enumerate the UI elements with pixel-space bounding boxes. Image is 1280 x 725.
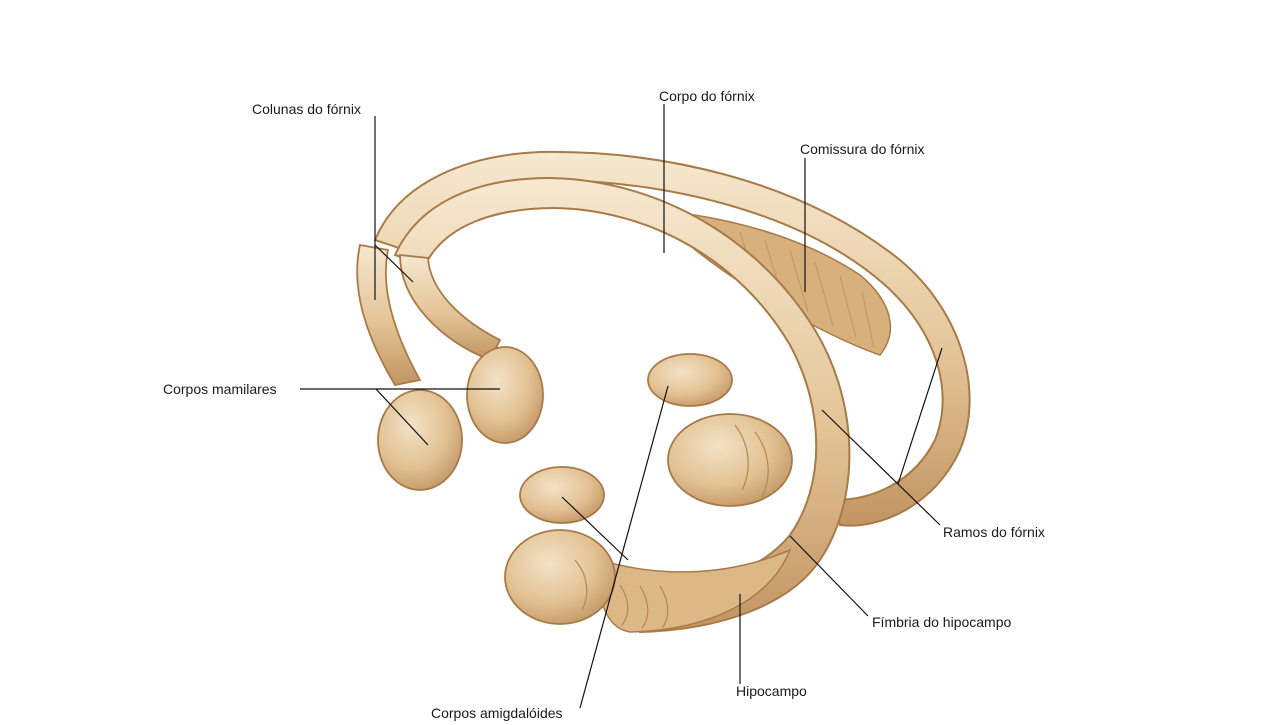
label-colunas-do-fornix: Colunas do fórnix — [252, 101, 361, 117]
label-ramos-do-fornix: Ramos do fórnix — [943, 524, 1045, 540]
mammillary-body-right — [466, 346, 544, 444]
leader-mamilares-branch — [375, 388, 429, 446]
label-fimbria-do-hipocampo: Fímbria do hipocampo — [872, 614, 1012, 630]
amygdaloid-body-lower — [504, 529, 616, 625]
mammillary-body-left — [377, 389, 463, 491]
label-corpo-do-fornix: Corpo do fórnix — [659, 88, 755, 104]
label-hipocampo: Hipocampo — [736, 683, 807, 699]
leader-lines — [300, 104, 943, 709]
leader-amigdaloides-1 — [579, 385, 669, 709]
outer-fornix-band — [373, 150, 971, 527]
fornix-column-left — [356, 243, 422, 387]
amygdaloid-body-small — [519, 466, 605, 524]
amygdala-folds — [574, 424, 769, 611]
amygdaloid-body-upper — [647, 353, 733, 407]
hippocampus-ridges — [619, 584, 669, 629]
fornix-column-right — [399, 253, 502, 362]
leader-amigdaloides-2 — [561, 496, 629, 561]
label-comissura-do-fornix: Comissura do fórnix — [800, 141, 925, 157]
leader-colunas-branch — [374, 244, 414, 283]
leader-ramos-2 — [821, 409, 941, 526]
leader-fimbria — [789, 535, 869, 617]
label-corpos-amigdaloides: Corpos amigdalóides — [431, 705, 563, 721]
amygdaloid-body-middle — [667, 413, 793, 507]
leader-ramos-1 — [897, 347, 943, 485]
label-corpos-mamilares: Corpos mamilares — [163, 381, 277, 397]
hippocampus-body — [598, 548, 792, 633]
